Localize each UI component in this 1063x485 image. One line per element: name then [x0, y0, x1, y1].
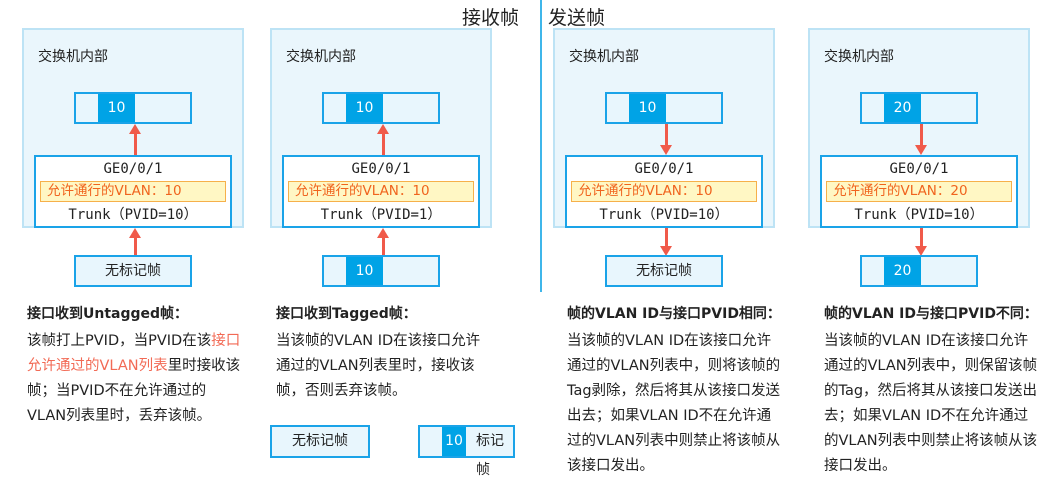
send-frame-title: 发送帧: [548, 7, 606, 29]
description-text: 当该帧的VLAN ID在该接口允许通过的VLAN列表中，则保留该帧的Tag，然后…: [824, 329, 1039, 479]
port-name: GE0/0/1: [103, 161, 163, 177]
vlan-tag-frame: 10: [322, 92, 440, 124]
trunk-pvid: Trunk（PVID=10）: [599, 207, 729, 223]
vlan-tag-frame: 10: [605, 92, 723, 124]
tagged-frame: 20: [860, 255, 978, 287]
receive-frame-title: 接收帧: [462, 7, 520, 29]
legend-tag-value: 10: [442, 427, 466, 456]
description-text: 当该帧的VLAN ID在该接口允许通过的VLAN列表里时，接收该帧，否则丢弃该帧…: [276, 329, 491, 404]
allowed-vlan: 允许通行的VLAN：20: [826, 181, 1012, 202]
untagged-frame: 无标记帧: [605, 255, 723, 287]
highlighted-text: 接口允许通过的VLAN列表: [27, 333, 241, 374]
untagged-frame: 无标记帧: [74, 255, 192, 287]
description-heading: 接口收到Tagged帧：: [276, 306, 417, 322]
trunk-pvid: Trunk（PVID=10）: [854, 207, 984, 223]
arrow-up-icon: [129, 228, 141, 256]
allowed-vlan: 允许通行的VLAN：10: [571, 181, 757, 202]
panel-label: 交换机内部: [38, 49, 108, 65]
legend-untagged: 无标记帧: [270, 425, 370, 458]
allowed-vlan: 允许通行的VLAN：10: [288, 181, 474, 202]
legend-tagged: 10 标记帧: [418, 425, 515, 478]
vlan-tag-frame: 10: [74, 92, 192, 124]
arrow-up-icon: [129, 124, 141, 155]
description-text: 该帧打上PVID，当PVID在该接口允许通过的VLAN列表里时接收该帧；当PVI…: [27, 329, 242, 429]
vlan-tag-value: 10: [629, 94, 666, 122]
arrow-down-icon: [660, 124, 672, 155]
description-text: 当该帧的VLAN ID在该接口允许通过的VLAN列表中，则将该帧的Tag剥除，然…: [567, 329, 782, 479]
text: 该帧打上PVID，当PVID在该: [27, 333, 212, 349]
vlan-tag-value: 10: [98, 94, 135, 122]
trunk-pvid: Trunk（PVID=10）: [68, 207, 198, 223]
port-name: GE0/0/1: [889, 161, 949, 177]
text: 当该帧的VLAN ID在该接口允许通过的VLAN列表里时，接收该帧，否则丢弃该帧…: [276, 333, 481, 399]
panel-label: 交换机内部: [824, 49, 894, 65]
tagged-frame: 10: [322, 255, 440, 287]
arrow-down-icon: [915, 124, 927, 155]
trunk-pvid: Trunk（PVID=1）: [320, 207, 442, 223]
panel-label: 交换机内部: [569, 49, 639, 65]
port-name: GE0/0/1: [634, 161, 694, 177]
legend-tagged-label: 标记帧: [476, 433, 504, 478]
description-heading: 接口收到Untagged帧：: [27, 306, 189, 322]
port-name: GE0/0/1: [351, 161, 411, 177]
vlan-tag-value: 20: [884, 257, 921, 285]
text: 当该帧的VLAN ID在该接口允许通过的VLAN列表中，则保留该帧的Tag，然后…: [824, 333, 1038, 474]
vlan-tag-value: 10: [346, 94, 383, 122]
arrow-up-icon: [377, 124, 389, 155]
vlan-tag-frame: 20: [860, 92, 978, 124]
description-heading: 帧的VLAN ID与接口PVID相同：: [567, 306, 781, 322]
arrow-up-icon: [377, 228, 389, 256]
arrow-down-icon: [660, 228, 672, 256]
text: 当该帧的VLAN ID在该接口允许通过的VLAN列表中，则将该帧的Tag剥除，然…: [567, 333, 781, 474]
description-heading: 帧的VLAN ID与接口PVID不同：: [824, 306, 1038, 322]
vlan-tag-value: 10: [346, 257, 383, 285]
allowed-vlan: 允许通行的VLAN：10: [40, 181, 226, 202]
text: 里时接收该帧；当PVID不在允许通过的VLAN列表里时，丢弃该帧。: [27, 358, 241, 424]
divider: [540, 0, 542, 292]
vlan-tag-value: 20: [884, 94, 921, 122]
panel-label: 交换机内部: [286, 49, 356, 65]
arrow-down-icon: [915, 228, 927, 256]
